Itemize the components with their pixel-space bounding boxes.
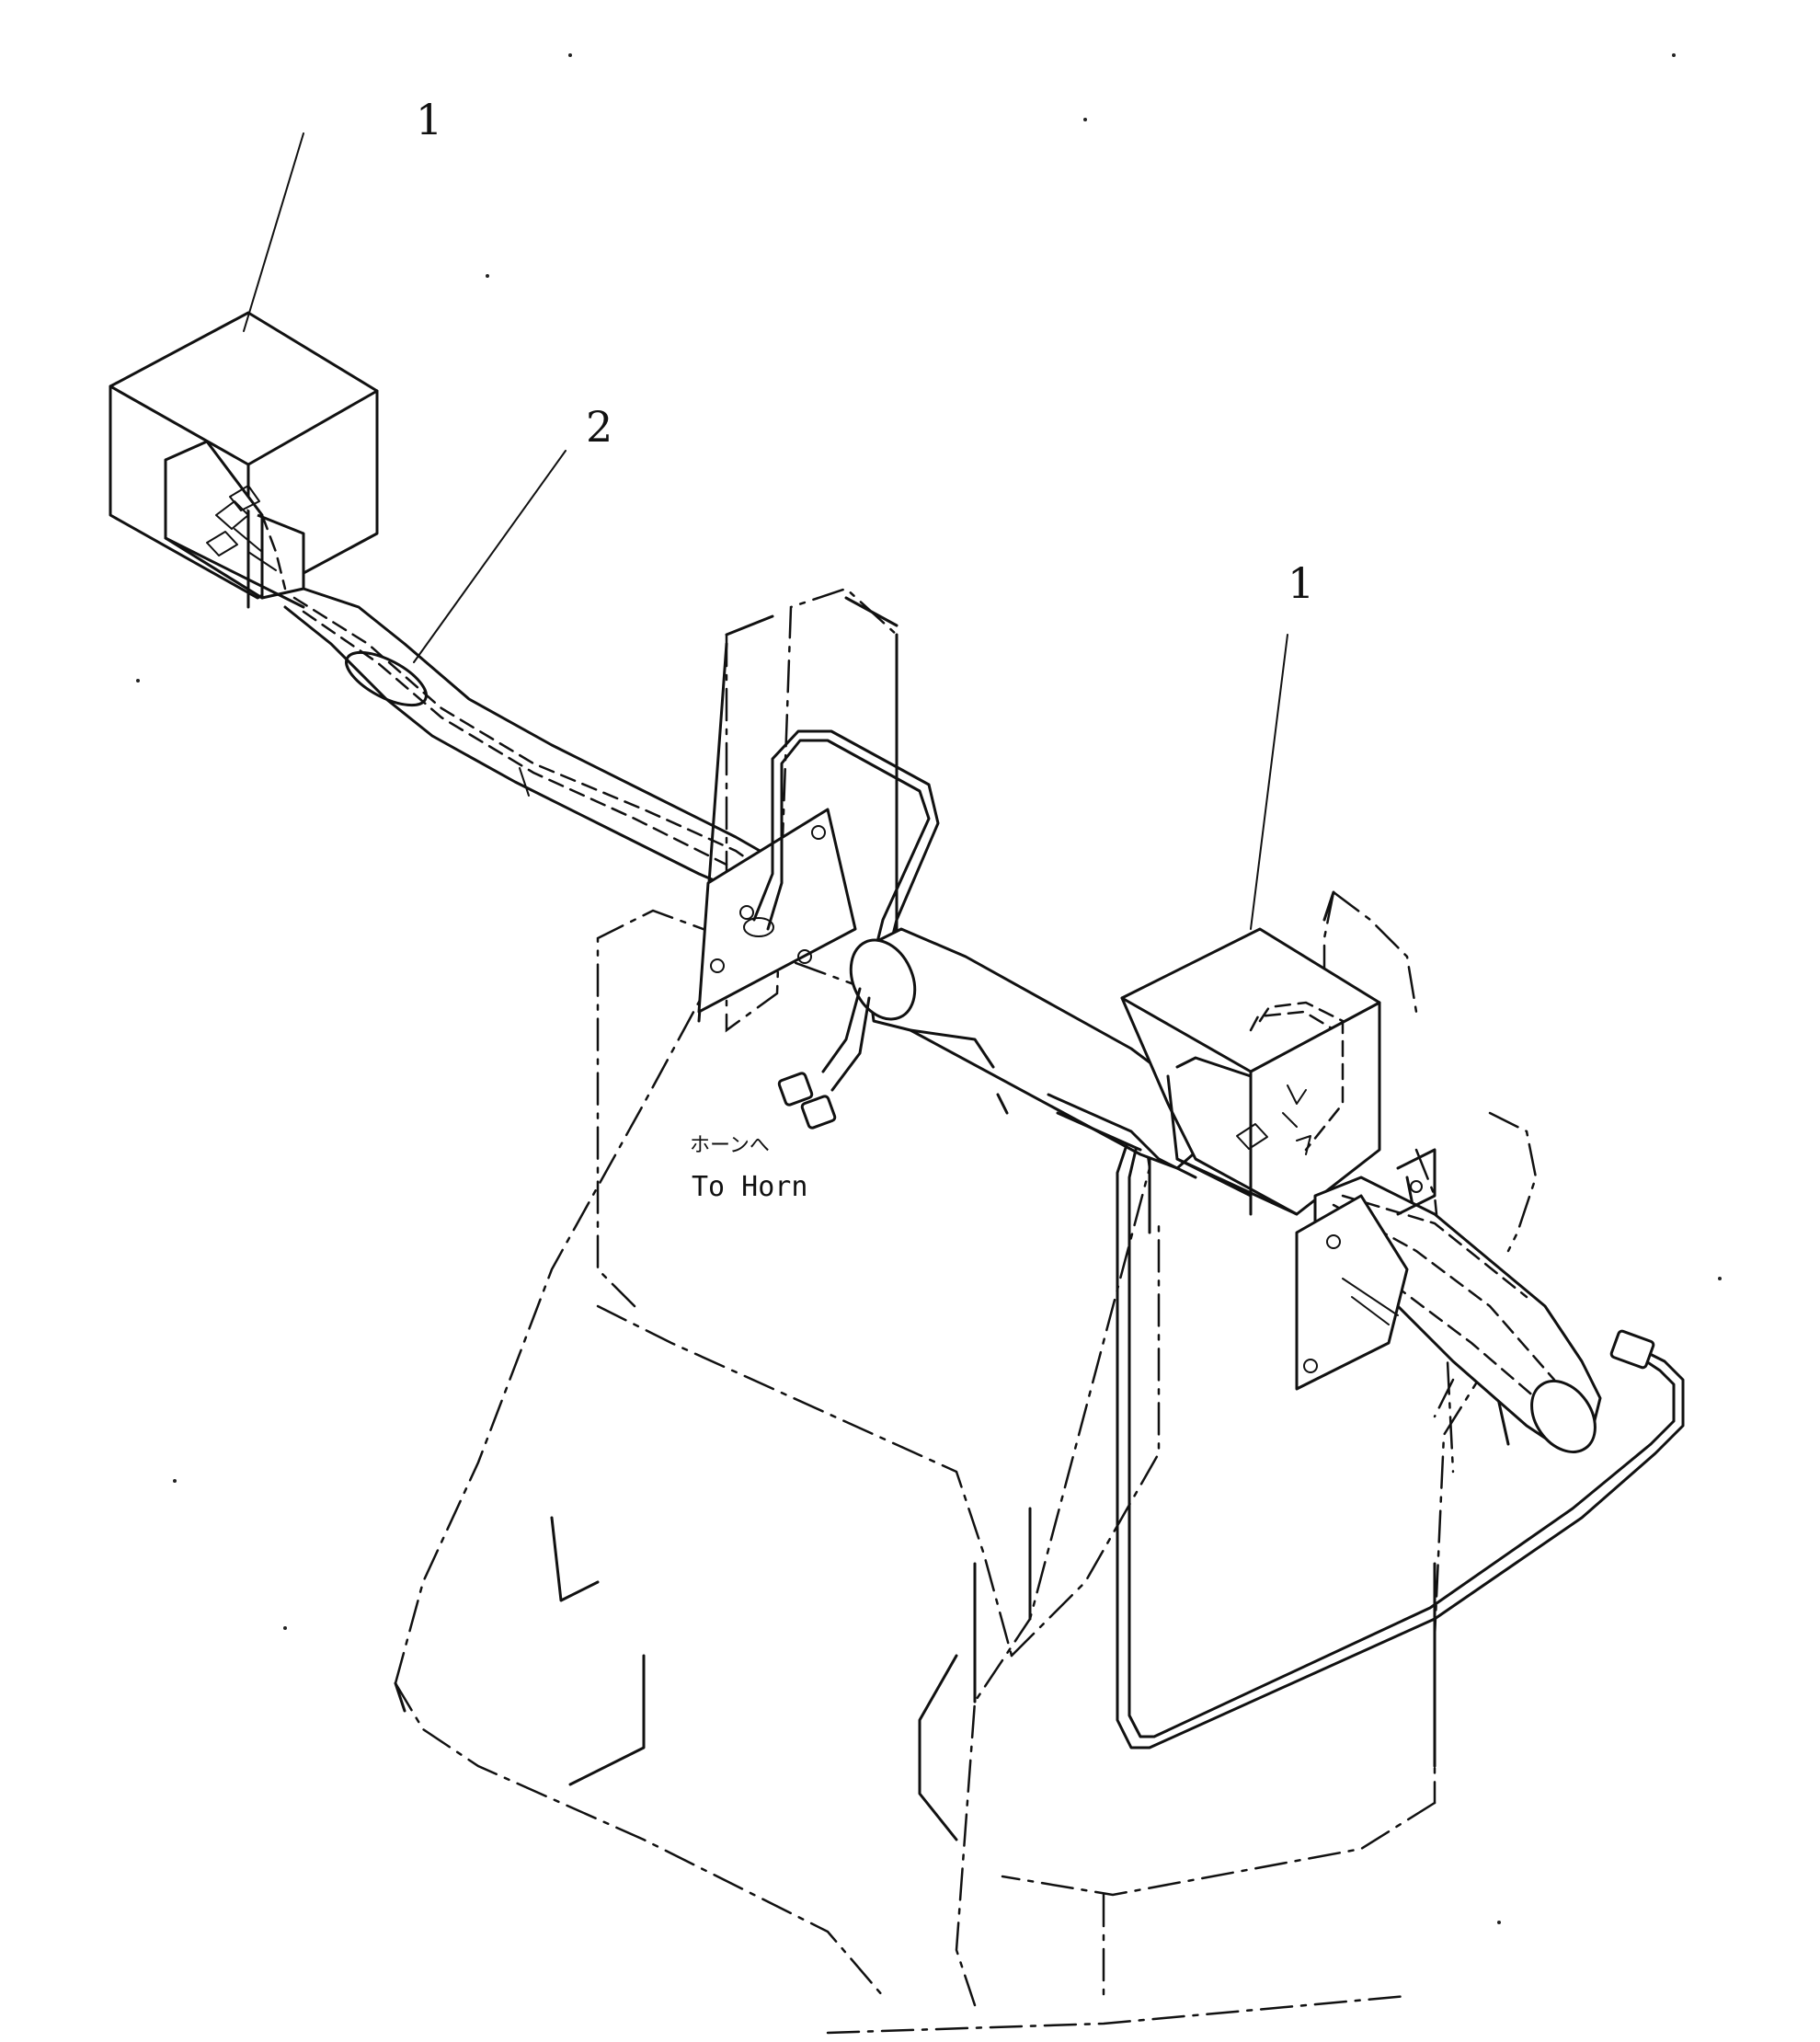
horn-wires (777, 987, 871, 1130)
horn-note-english: To Horn (692, 1171, 807, 1203)
wiring-loop (743, 729, 940, 995)
work-lamp-left (109, 311, 379, 609)
harness-right-route (1047, 1093, 1685, 1749)
scan-specks (136, 53, 1722, 1924)
callout-1-left-lamp: 1 (416, 95, 442, 144)
harness-left-arm (283, 587, 802, 903)
callout-2-harness: 2 (586, 402, 612, 452)
work-lamp-right (1120, 927, 1381, 1216)
rear-connector (1609, 1329, 1655, 1370)
leader-lines (243, 132, 1288, 930)
frame-structure (394, 587, 1538, 2035)
mounting-plate-left (697, 808, 857, 1014)
mounting-plate-right (1295, 1148, 1437, 1391)
horn-connector-1 (777, 1072, 814, 1107)
callout-1-right-lamp: 1 (1288, 558, 1314, 608)
horn-note-japanese: ホーンへ (690, 1134, 770, 1157)
horn-connector-2 (800, 1095, 837, 1130)
harness-clamp (345, 650, 428, 707)
